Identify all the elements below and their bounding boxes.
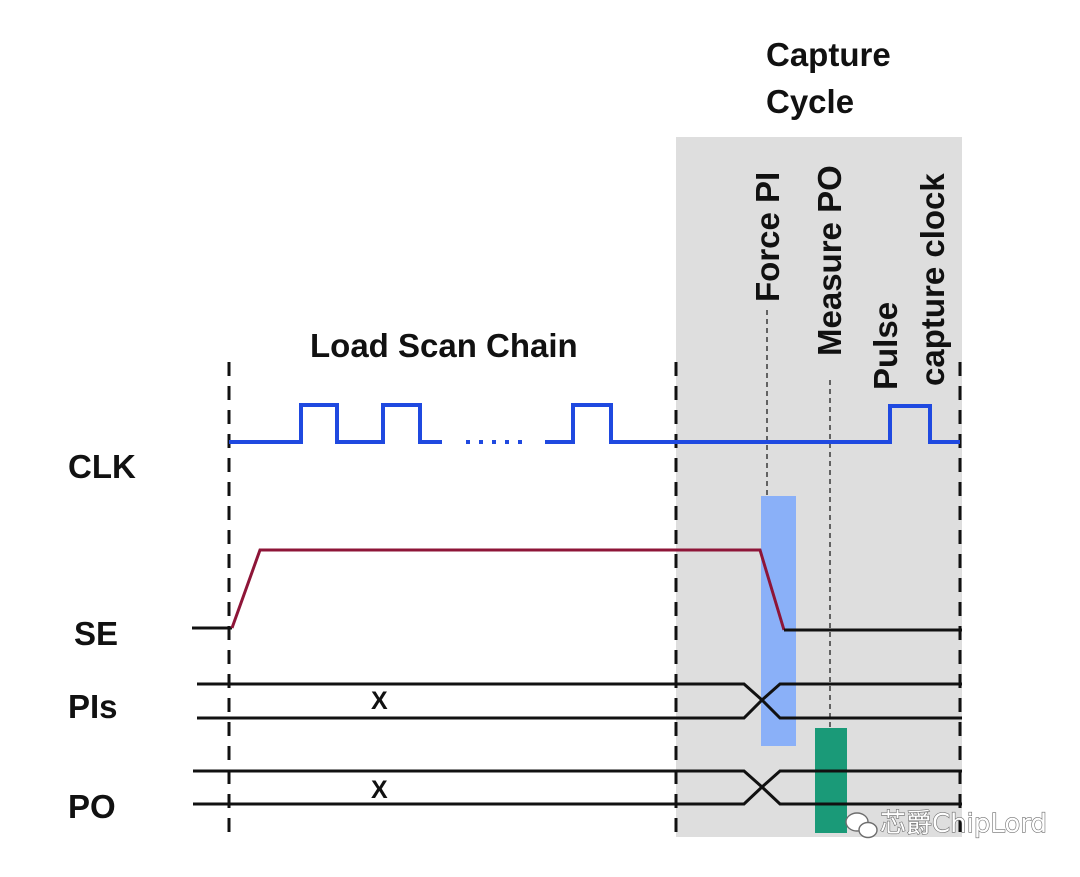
se-waveform (230, 548, 786, 631)
measure-po-label: Measure PO (811, 165, 848, 356)
pis-lower (197, 697, 962, 720)
force-pi-label: Force PI (749, 172, 786, 302)
po-signal-label: PO (68, 788, 116, 825)
pis-signal-label: PIs (68, 688, 118, 725)
load-scan-chain-label: Load Scan Chain (310, 327, 578, 364)
po-lower (193, 784, 962, 806)
clk-waveform-load (229, 403, 442, 444)
pis-unknown-marker: X (371, 687, 388, 715)
capture-cycle-region (676, 137, 962, 837)
watermark-text: 芯爵ChipLord (880, 809, 1047, 839)
clk-signal-label: CLK (68, 448, 136, 485)
capture-title-line2: Cycle (766, 83, 854, 120)
po-unknown-marker: X (371, 776, 388, 804)
capture-title-line1: Capture (766, 36, 891, 73)
measure-po-bar (815, 728, 847, 833)
wechat-logo (845, 812, 878, 839)
se-signal-label: SE (74, 615, 118, 652)
force-pi-bar (761, 496, 796, 746)
clk-waveform-last-shift (545, 403, 676, 444)
pulse-label: Pulse (867, 302, 904, 390)
clk-waveform-capture (676, 404, 960, 444)
capture-clock-label: capture clock (914, 173, 951, 386)
